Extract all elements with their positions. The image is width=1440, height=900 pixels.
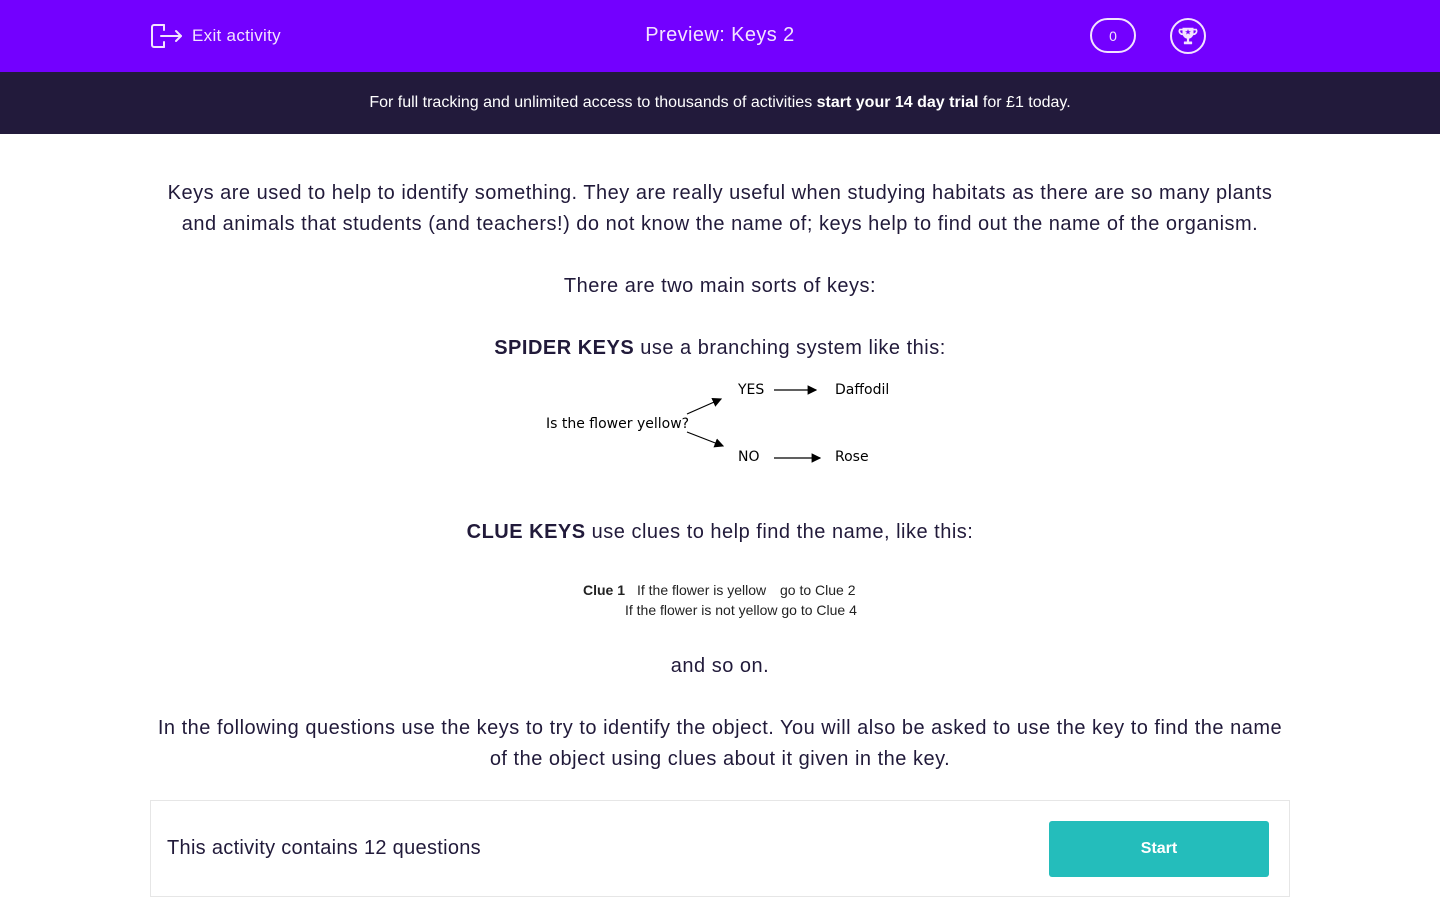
spider-yes-result: Daffodil [835,382,890,398]
clue-keys-text: use clues to help find the name, like th… [585,521,974,543]
page-title: Preview: Keys 2 [645,24,795,46]
clue-line1-action: go to Clue 2 [780,582,856,598]
instructions-paragraph: In the following questions use the keys … [157,717,1283,770]
exit-activity-label: Exit activity [192,26,281,45]
clue-label: Clue 1 [583,582,626,598]
and-so-on-paragraph: and so on. [670,655,770,677]
two-sorts-paragraph: There are two main sorts of keys: [563,275,877,297]
spider-no: NO [738,449,760,465]
start-button[interactable]: Start [1049,821,1269,877]
intro-paragraph: Keys are used to help to identify someth… [167,182,1273,235]
activity-start-card: This activity contains 12 questions Star… [150,800,1290,897]
spider-keys-text: use a branching system like this: [634,337,946,359]
top-bar: Exit activity Preview: Keys 2 0 [0,0,1440,72]
clue-keys-paragraph: CLUE KEYS use clues to help find the nam… [150,517,1290,548]
trial-banner: For full tracking and unlimited access t… [0,72,1440,134]
clue-keys-heading: CLUE KEYS [466,521,586,543]
spider-keys-paragraph: SPIDER KEYS use a branching system like … [150,333,1290,364]
exit-door-icon [151,24,182,48]
clue-line1-condition: If the flower is yellow [637,582,767,598]
spider-question: Is the flower yellow? [546,416,690,432]
score-counter: 0 [1090,18,1136,53]
spider-key-diagram: Is the flower yellow? YES NO Daffodil Ro… [530,372,910,478]
trophy-icon [1178,27,1198,45]
spider-no-result: Rose [835,449,869,465]
trophy-button[interactable] [1170,18,1206,54]
spider-arrows [686,385,822,463]
question-count-text: This activity contains 12 questions [167,837,481,859]
clue-key-example: Clue 1 If the flower is yellow go to Clu… [570,580,880,624]
spider-keys-heading: SPIDER KEYS [494,337,635,359]
banner-text-after: for £1 today. [978,94,1071,111]
start-trial-link[interactable]: start your 14 day trial [816,94,979,111]
banner-text-before: For full tracking and unlimited access t… [369,94,817,111]
exit-activity-button[interactable]: Exit activity [150,22,281,50]
spider-yes: YES [738,382,765,398]
clue-line2: If the flower is not yellow go to Clue 4 [625,602,857,618]
